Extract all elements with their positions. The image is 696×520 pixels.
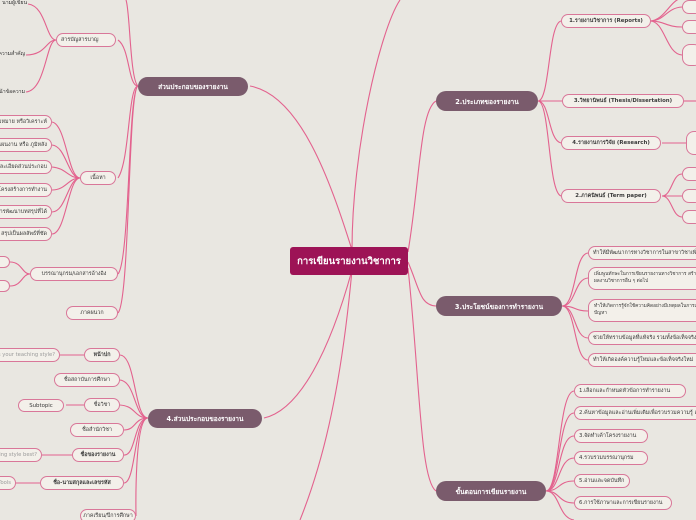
topic-contents-item-1[interactable]: นามผู้เขียน	[2, 0, 27, 6]
main-topic-steps[interactable]: ขั้นตอนการเขียนรายงาน	[436, 481, 546, 501]
main-topic-benefits[interactable]: 3.ประโยชน์ของการทำรายงาน	[436, 296, 562, 316]
main-topic-parts[interactable]: 4.ส่วนประกอบของรายงาน	[148, 409, 262, 428]
root-topic[interactable]: การเขียนรายงานวิชาการ	[290, 247, 408, 275]
type-research[interactable]: 4.รายงานการวิจัย (Research)	[561, 136, 661, 150]
step-item-3[interactable]: 3.จัดทำเค้าโครงรายงาน	[574, 429, 648, 443]
body-item-5[interactable]: อภิปรายผลแนวทางในการพัฒนาบทสรุปที่ได้	[0, 205, 52, 219]
topic-contents[interactable]: สารบัญสารบาญ	[56, 33, 116, 47]
main-topic-components[interactable]: ส่วนประกอบของรายงาน	[138, 77, 248, 96]
parts-item-school[interactable]: ชื่อสำนักวิชา	[70, 423, 124, 437]
benefit-item-1[interactable]: ทำให้มีพัฒนาการทางวิชาการในสาขาวิชาเพิ่ม…	[588, 246, 696, 260]
body-item-2[interactable]: ข้อมูลเบื้องหลังหรือข้อมูลพื้นฐานในการสร…	[0, 138, 52, 152]
step-item-5[interactable]: 5.อ่านและจดบันทึก	[574, 474, 630, 488]
type-thesis[interactable]: 3.วิทยานิพนธ์ (Thesis/Dissertation)	[562, 94, 684, 108]
step-item-1[interactable]: 1.เลือกและกำหนดหัวข้อการทำรายงาน	[574, 384, 686, 398]
topic-appendix[interactable]: ภาคผนวก	[66, 306, 118, 320]
main-topic-types[interactable]: 2.ประเภทของรายงาน	[436, 91, 538, 111]
parts-item-cover-hint[interactable]: What is your teaching style?	[0, 348, 60, 362]
type-reports[interactable]: 1.รายงานวิชาการ (Reports)	[561, 14, 651, 28]
topic-contents-item-2[interactable]: บทนำ รวมความสำคัญ	[0, 51, 25, 57]
type-reports-sub-3[interactable]	[682, 44, 696, 66]
type-term-paper[interactable]: 2.ภาคนิพนธ์ (Term paper)	[561, 189, 661, 203]
benefit-item-5[interactable]: ทำให้เกิดองค์ความรู้ใหม่และข้อเท็จจริงให…	[588, 353, 696, 367]
topic-references[interactable]: บรรณานุกรม/เอกสารอ้างอิง	[30, 267, 118, 281]
body-item-4[interactable]: การดำเนินงานตามโครงสร้างการทำงาน	[0, 183, 52, 197]
type-research-sub-1[interactable]	[686, 131, 696, 155]
step-item-2[interactable]: 2.ค้นหาข้อมูลและอ่านเพิ่มเติมเพื่อรวบรวม…	[574, 406, 696, 420]
body-item-3[interactable]: การนำเสนอเนื้อหาของกิจกรรมหลัก ๆ และรายล…	[0, 160, 52, 174]
references-sub-1[interactable]	[0, 256, 10, 268]
parts-item-term[interactable]: ภาคเรียน/ปีการศึกษา	[80, 509, 136, 520]
parts-item-report-title[interactable]: ชื่อของรายงาน	[72, 448, 124, 462]
parts-item-subject[interactable]: ชื่อวิชา	[84, 398, 120, 412]
parts-item-author-hint[interactable]: Tools	[0, 476, 16, 490]
parts-item-author[interactable]: ชื่อ-นามสกุลและเลขรหัส	[40, 476, 124, 490]
type-term-paper-sub-1[interactable]	[682, 167, 696, 181]
topic-contents-item-3[interactable]: หน้าข้อความ	[0, 89, 25, 95]
parts-item-subject-sub[interactable]: Subtopic	[18, 399, 64, 412]
parts-item-institution[interactable]: ชื่อสถาบันการศึกษา	[54, 373, 120, 387]
topic-body[interactable]: เนื้อหา	[80, 171, 116, 185]
type-term-paper-sub-3[interactable]	[682, 210, 696, 224]
parts-item-cover[interactable]: หน้าปก	[84, 348, 120, 362]
references-sub-2[interactable]	[0, 280, 10, 292]
step-item-6[interactable]: 6.การใช้ภาษาและการเขียนรายงาน	[574, 496, 672, 510]
step-item-4[interactable]: 4.รวบรวมบรรณานุกรม	[574, 451, 648, 465]
parts-item-report-title-hint[interactable]: What learning style best?	[0, 448, 42, 462]
body-item-1[interactable]: บทนำจะนำเสนอสภาพปัญหาและแนวทางแก้ไขความห…	[0, 115, 52, 129]
benefit-item-2[interactable]: เพิ่มพูนทักษะในการเขียนรายงานทางวิชาการ …	[588, 267, 696, 290]
type-reports-sub-2[interactable]	[682, 20, 696, 34]
benefit-item-4[interactable]: ช่วยให้ทราบข้อมูลที่แท้จริง รวมทั้งข้อเท…	[588, 331, 696, 345]
benefit-item-3[interactable]: ทำให้เกิดการรู้จักใช้ความคิดอย่างมีเหตุผ…	[588, 299, 696, 322]
type-term-paper-sub-2[interactable]	[682, 189, 696, 203]
body-item-6[interactable]: สรุปเป็นผลลัพธ์ที่ชัด	[0, 227, 52, 241]
type-reports-sub-1[interactable]	[682, 0, 696, 14]
